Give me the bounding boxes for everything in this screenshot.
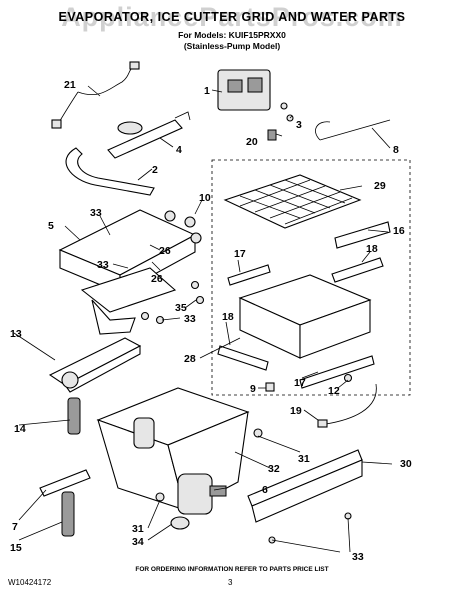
callout-26b: 26 <box>151 273 163 285</box>
screws-part-3[interactable] <box>280 102 294 122</box>
bracket-part-9[interactable] <box>265 382 275 392</box>
screws-part-35[interactable] <box>140 280 205 325</box>
water-trough-part-13[interactable] <box>48 337 142 393</box>
callout-33a: 33 <box>90 207 102 219</box>
callout-12: 12 <box>328 385 340 397</box>
page-number: 3 <box>228 578 233 587</box>
front-panel-part-30[interactable] <box>247 449 363 523</box>
callout-7: 7 <box>12 521 18 533</box>
callout-17b: 17 <box>294 377 306 389</box>
model-subtitle: For Models: KUIF15PRXX0 (Stainless-Pump … <box>0 30 464 52</box>
document-number: W10424172 <box>8 578 52 587</box>
callout-10: 10 <box>199 192 211 204</box>
thermistor-part-8[interactable] <box>315 119 391 141</box>
callout-34: 34 <box>132 536 144 548</box>
callout-33d: 33 <box>352 551 364 563</box>
callout-32: 32 <box>268 463 280 475</box>
ordering-note: FOR ORDERING INFORMATION REFER TO PARTS … <box>135 566 329 573</box>
control-box-part-1[interactable] <box>217 69 271 111</box>
callout-17a: 17 <box>234 248 246 260</box>
callout-33b: 33 <box>97 259 109 271</box>
drain-tube-part-15[interactable] <box>61 491 75 537</box>
callout-5: 5 <box>48 220 54 232</box>
page-title: EVAPORATOR, ICE CUTTER GRID AND WATER PA… <box>58 10 406 24</box>
sensor-part-20[interactable] <box>267 129 277 141</box>
watermark: AppliancePartsPros.com <box>61 2 403 32</box>
drain-hose-part-2[interactable] <box>65 147 155 196</box>
callout-9: 9 <box>250 383 256 395</box>
callout-8: 8 <box>393 144 399 156</box>
pump-tube-part-14[interactable] <box>67 397 81 435</box>
callout-21: 21 <box>64 79 76 91</box>
wire-harness-part-19[interactable] <box>317 383 377 428</box>
callout-14: 14 <box>14 423 26 435</box>
callout-20: 20 <box>246 136 258 148</box>
lower-bracket[interactable] <box>80 267 177 335</box>
callout-15: 15 <box>10 542 22 554</box>
callout-4: 4 <box>176 144 182 156</box>
wire-harness-part-21[interactable] <box>51 61 140 129</box>
callout-labels: 1 21 4 2 5 33 10 26 26 33 35 33 13 14 7 … <box>10 79 412 563</box>
screw-part-12[interactable] <box>343 373 353 383</box>
callout-26a: 26 <box>159 245 171 257</box>
seal-ring-part-34[interactable] <box>170 516 190 530</box>
callout-2: 2 <box>152 164 158 176</box>
callout-1: 1 <box>204 85 210 97</box>
cutter-grid-part-29[interactable] <box>223 174 362 229</box>
callout-28: 28 <box>184 353 196 365</box>
ice-cutter-grid-group <box>211 159 411 396</box>
grid-bar-part-16[interactable] <box>334 221 391 249</box>
callout-18b: 18 <box>222 311 234 323</box>
callout-13: 13 <box>10 328 22 340</box>
callout-31a: 31 <box>298 453 310 465</box>
callout-6: 6 <box>262 484 268 496</box>
callout-33c: 33 <box>184 313 196 325</box>
evaporator-tube-part-4[interactable] <box>107 111 191 159</box>
grid-rail-part-18[interactable] <box>217 257 384 371</box>
leader-lines <box>13 85 393 553</box>
callout-16: 16 <box>393 225 405 237</box>
model-line: For Models: KUIF15PRXX0 <box>178 30 286 40</box>
callout-35: 35 <box>175 302 187 314</box>
callout-31b: 31 <box>132 523 144 535</box>
callout-30: 30 <box>400 458 412 470</box>
callout-3: 3 <box>296 119 302 131</box>
screws-part-33-lower[interactable] <box>268 512 352 544</box>
callout-19: 19 <box>290 405 302 417</box>
callout-29: 29 <box>374 180 386 192</box>
water-pump-part-6[interactable] <box>177 473 227 515</box>
model-variant-line: (Stainless-Pump Model) <box>183 41 281 51</box>
callout-18a: 18 <box>366 243 378 255</box>
grid-rail-part-17[interactable] <box>227 264 375 389</box>
grid-frame-part-28[interactable] <box>238 274 372 359</box>
